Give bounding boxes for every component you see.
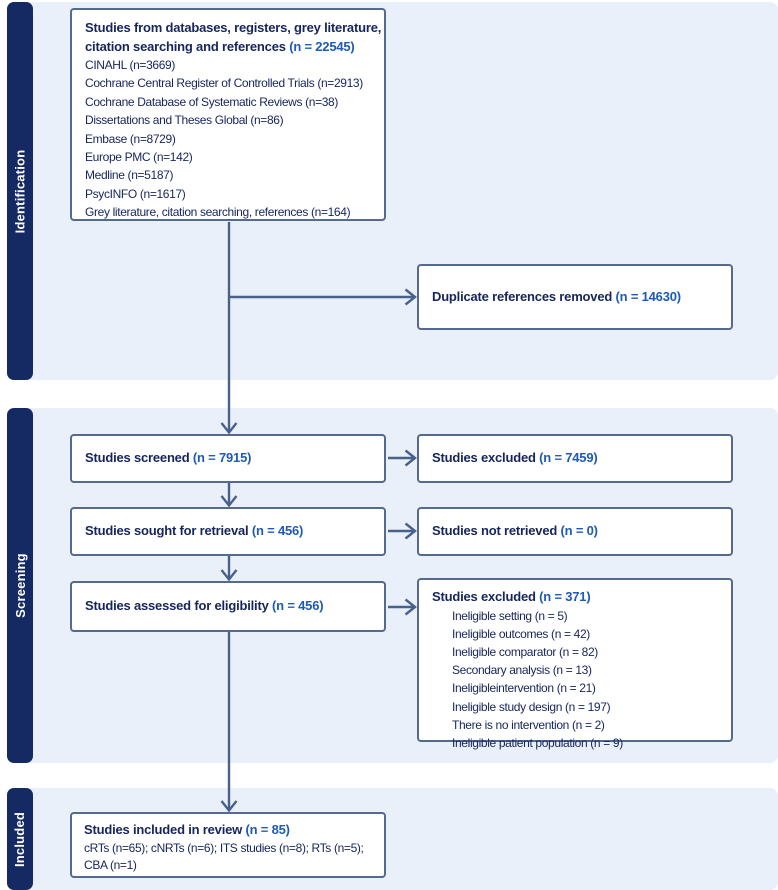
list-line: Ineligible study design (n = 197) — [452, 699, 611, 714]
list-line: Ineligible setting (n = 5) — [452, 608, 568, 623]
list-line: Cochrane Central Register of Controlled … — [85, 76, 363, 91]
stage-label-identification: Identification — [12, 149, 28, 233]
box-included-in-review: Studies included in review (n = 85) cRTs… — [70, 812, 386, 878]
duplicates-removed-text: Duplicate references removed — [432, 288, 613, 304]
box-assessed-eligibility: Studies assessed for eligibility (n = 45… — [70, 581, 386, 632]
list-line: Ineligible comparator (n = 82) — [452, 644, 598, 659]
included-in-review-label: Studies included in review (n = 85) — [84, 821, 380, 840]
list-line: cRTs (n=65); cNRTs (n=6); ITS studies (n… — [84, 840, 364, 855]
list-line: Medline (n=5187) — [85, 168, 174, 183]
list-line: CBA (n=1) — [84, 858, 137, 872]
list-line: CINAHL (n=3669) — [85, 58, 176, 72]
included-in-review-text: Studies included in review — [84, 822, 243, 837]
assessed-eligibility-text: Studies assessed for eligibility — [85, 598, 269, 614]
box-identification-sources: Studies from databases, registers, grey … — [70, 8, 386, 221]
not-retrieved-label: Studies not retrieved (n = 0) — [432, 522, 598, 541]
box-studies-screened: Studies screened (n = 7915) — [70, 434, 386, 483]
list-line: Ineligible patient population (n = 9) — [452, 735, 623, 750]
stage-label-screening: Screening — [12, 553, 28, 618]
box-not-retrieved: Studies not retrieved (n = 0) — [417, 507, 733, 556]
not-retrieved-n-value: (n = 0) — [560, 523, 598, 539]
box-duplicates-removed: Duplicate references removed (n = 14630) — [417, 264, 733, 330]
list-line: Grey literature, citation searching, ref… — [85, 205, 351, 220]
not-retrieved-text: Studies not retrieved — [432, 523, 558, 539]
duplicates-removed-label: Duplicate references removed (n = 14630) — [432, 288, 681, 307]
assessed-eligibility-label: Studies assessed for eligibility (n = 45… — [85, 597, 324, 616]
stage-bar-included: Included — [7, 788, 33, 890]
identification-source-list: CINAHL (n=3669) Cochrane Central Register… — [85, 56, 380, 222]
studies-excluded-screening-text: Studies excluded — [432, 450, 536, 466]
list-line: Ineligible outcomes (n = 42) — [452, 626, 590, 641]
studies-screened-label: Studies screened (n = 7915) — [85, 449, 251, 468]
list-line: Dissertations and Theses Global (n=86) — [85, 113, 284, 128]
box-studies-excluded-screening: Studies excluded (n = 7459) — [417, 434, 733, 483]
studies-screened-n-value: (n = 7915) — [192, 450, 252, 466]
stage-bar-screening: Screening — [7, 408, 33, 763]
box-excluded-eligibility: Studies excluded (n = 371) Ineligible se… — [417, 578, 733, 750]
list-line: Europe PMC (n=142) — [85, 150, 193, 165]
list-line: PsycINFO (n=1617) — [85, 186, 186, 201]
studies-screened-text: Studies screened — [85, 450, 190, 466]
sought-retrieval-label: Studies sought for retrieval (n = 456) — [85, 522, 303, 541]
box-sought-retrieval: Studies sought for retrieval (n = 456) — [70, 507, 386, 556]
included-study-types-list: cRTs (n=65); cNRTs (n=6); ITS studies (n… — [84, 840, 380, 875]
list-line: Secondary analysis (n = 13) — [452, 663, 592, 678]
duplicates-removed-n-value: (n = 14630) — [615, 288, 682, 304]
identification-n-value: (n = 22545) — [289, 38, 355, 54]
sought-retrieval-text: Studies sought for retrieval — [85, 523, 249, 539]
excluded-eligibility-n-value: (n = 371) — [539, 589, 591, 604]
sought-retrieval-n-value: (n = 456) — [251, 523, 304, 539]
excluded-eligibility-label: Studies excluded (n = 371) — [432, 588, 727, 607]
list-line: Embase (n=8729) — [85, 131, 176, 146]
exclusion-reason-list: Ineligible setting (n = 5) Ineligible out… — [432, 607, 727, 753]
studies-excluded-screening-label: Studies excluded (n = 7459) — [432, 449, 598, 468]
studies-excluded-screening-n-value: (n = 7459) — [539, 450, 598, 466]
identification-title-line2: citation searching and references (n = 2… — [85, 38, 380, 57]
included-in-review-n-value: (n = 85) — [245, 822, 290, 837]
stage-bar-identification: Identification — [7, 2, 33, 380]
stage-label-included: Included — [12, 811, 28, 867]
identification-title-line1: Studies from databases, registers, grey … — [85, 20, 382, 35]
identification-title-text: citation searching and references — [85, 38, 286, 54]
assessed-eligibility-n-value: (n = 456) — [272, 598, 324, 614]
list-line: Ineligibleintervention (n = 21) — [452, 681, 596, 696]
list-line: Cochrane Database of Systematic Reviews … — [85, 94, 339, 109]
excluded-eligibility-text: Studies excluded — [432, 589, 536, 604]
list-line: There is no intervention (n = 2) — [452, 717, 605, 732]
